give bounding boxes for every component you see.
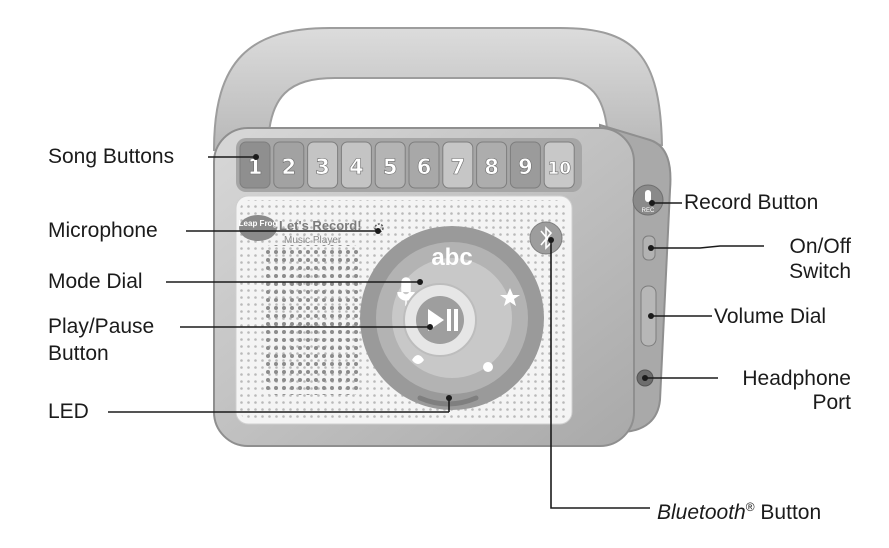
label-bluetooth-button: Bluetooth® Button	[657, 494, 821, 526]
song-button-number: 2	[281, 155, 296, 179]
song-button[interactable]	[442, 141, 474, 189]
song-button[interactable]	[239, 141, 271, 189]
song-button-number: 8	[484, 155, 499, 179]
label-led: LED	[48, 400, 89, 423]
label-record-button: Record Button	[684, 191, 819, 214]
label-headphone-line1: Headphone	[742, 367, 851, 390]
label-on-off-line2: Switch	[789, 260, 851, 283]
led-indicator	[417, 395, 479, 407]
song-button-number: 5	[383, 155, 398, 179]
song-button[interactable]	[307, 141, 339, 189]
song-button[interactable]	[408, 141, 440, 189]
song-button[interactable]	[476, 141, 508, 189]
product-subtitle: Music Player	[284, 235, 342, 246]
speaker-grille	[262, 245, 362, 395]
label-microphone: Microphone	[48, 219, 158, 242]
label-play-pause-line1: Play/Pause	[48, 315, 155, 338]
song-button[interactable]	[273, 141, 305, 189]
record-mic-icon	[645, 190, 651, 202]
song-button-number: 1	[248, 155, 263, 179]
song-button[interactable]	[509, 141, 541, 189]
song-button-number: 9	[518, 155, 533, 179]
brand-logo-text: Leap Frog	[239, 219, 278, 228]
product-name: Let's Record!	[279, 218, 362, 233]
song-button-number: 6	[417, 155, 432, 179]
brand-logo: Leap Frog	[239, 215, 278, 241]
song-button[interactable]	[340, 141, 372, 189]
song-button[interactable]	[374, 141, 406, 189]
song-button[interactable]	[543, 141, 575, 189]
label-mode-dial: Mode Dial	[48, 270, 143, 293]
song-button-number: 7	[450, 155, 465, 179]
runner-icon	[483, 362, 493, 372]
label-song-buttons: Song Buttons	[48, 145, 175, 168]
mode-dial-abc: abc	[431, 244, 472, 271]
song-button-number: 4	[349, 155, 364, 179]
label-play-pause-line2: Button	[48, 342, 109, 365]
label-headphone-line2: Port	[812, 391, 851, 414]
label-bluetooth-reg: ®	[745, 500, 755, 514]
microphone-hole	[374, 223, 384, 233]
label-bluetooth-rest: Button	[754, 501, 822, 524]
leader-dots	[253, 154, 655, 401]
label-on-off-line1: On/Off	[789, 235, 851, 258]
song-button-number: 10	[547, 159, 571, 179]
handle	[212, 27, 664, 151]
label-bluetooth-word: Bluetooth	[657, 501, 746, 524]
song-button-number: 3	[315, 155, 330, 179]
leader-lines	[108, 156, 764, 509]
pause-icon-bar-1	[447, 309, 451, 331]
label-volume-dial: Volume Dial	[714, 305, 827, 328]
record-button-text: REC	[642, 208, 655, 214]
star-icon	[500, 288, 520, 306]
pause-icon-bar-2	[454, 309, 458, 331]
leaf-icon	[412, 355, 424, 364]
